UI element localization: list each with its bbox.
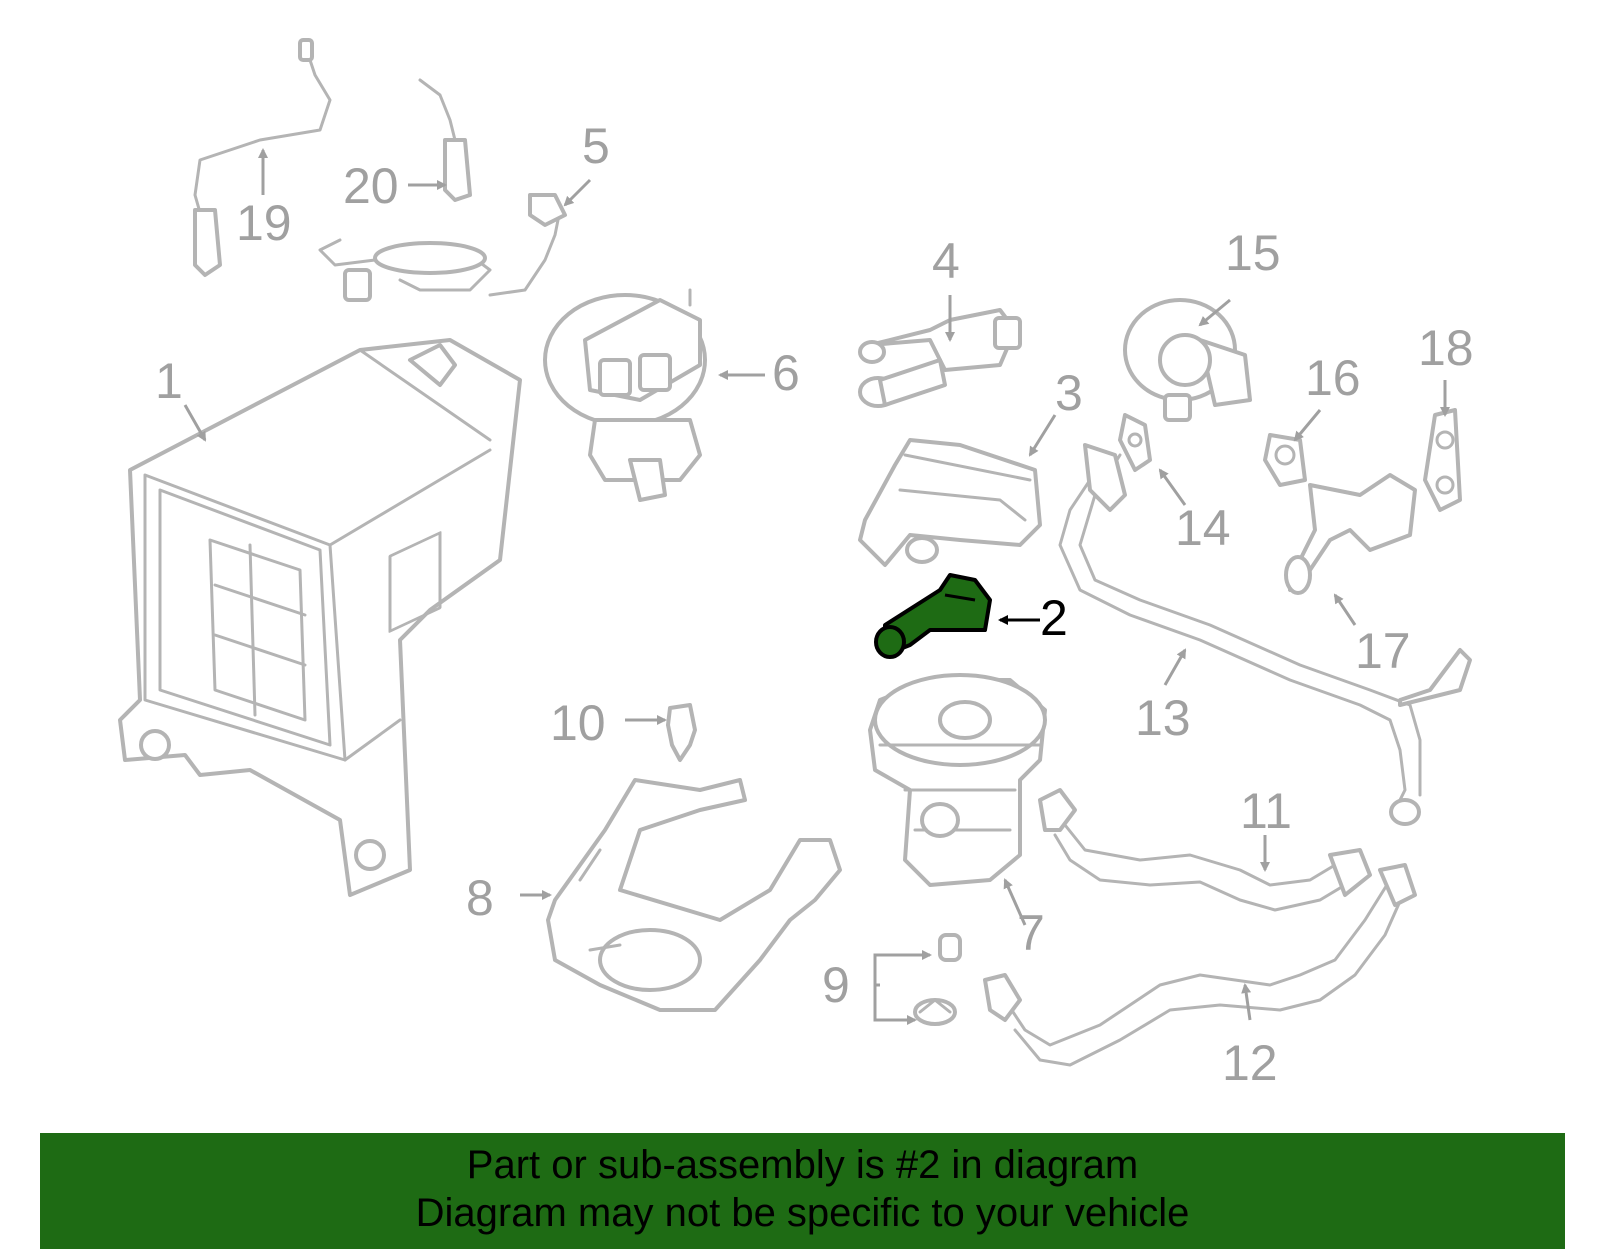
callout-7: 7 <box>1017 905 1045 961</box>
part-18-gasket <box>1423 408 1462 512</box>
callout-4: 4 <box>932 233 960 289</box>
callout-18: 18 <box>1418 320 1474 376</box>
callout-19: 19 <box>236 195 292 251</box>
part-3-bracket <box>858 438 1042 567</box>
banner-line-1: Part or sub-assembly is #2 in diagram <box>466 1143 1139 1187</box>
callout-8: 8 <box>466 870 494 926</box>
callout-3: 3 <box>1055 365 1083 421</box>
part-12-hose <box>983 863 1417 1067</box>
callout-12: 12 <box>1222 1035 1278 1091</box>
callout-labels: 1 2 3 4 5 6 7 8 9 10 11 12 13 14 15 16 1… <box>155 118 1474 1091</box>
callout-17: 17 <box>1355 623 1411 679</box>
part-4-valve <box>858 308 1022 408</box>
part-1-canister <box>118 338 522 897</box>
callout-9: 9 <box>822 957 850 1013</box>
part-9-plugs <box>913 933 962 1026</box>
callout-6: 6 <box>772 345 800 401</box>
part-5-harness <box>318 193 567 302</box>
callout-20: 20 <box>343 158 399 214</box>
part-10-sensor <box>666 703 697 762</box>
callout-5: 5 <box>582 118 610 174</box>
part-15-valve <box>1123 298 1252 422</box>
part-8-bracket <box>546 778 842 1012</box>
callout-14: 14 <box>1175 500 1231 556</box>
callout-16: 16 <box>1305 350 1361 406</box>
leader-lines <box>183 148 1450 1025</box>
info-banner: Part or sub-assembly is #2 in diagram Di… <box>40 1133 1565 1249</box>
part-11-hose <box>1038 788 1372 912</box>
part-6-valve <box>543 288 707 502</box>
part-17-pipe <box>1284 473 1417 595</box>
callout-2: 2 <box>1040 590 1068 646</box>
callout-13: 13 <box>1135 690 1191 746</box>
part-19-sensor <box>193 38 332 277</box>
part-20-sensor <box>418 78 472 202</box>
callout-11: 11 <box>1240 783 1292 839</box>
part-16-gasket <box>1263 433 1307 487</box>
callout-15: 15 <box>1225 225 1281 281</box>
callout-10: 10 <box>550 695 606 751</box>
part-2-hose <box>874 573 992 659</box>
banner-line-2: Diagram may not be specific to your vehi… <box>415 1191 1190 1235</box>
callout-1: 1 <box>155 353 183 409</box>
part-7-air-pump <box>868 673 1047 887</box>
part-13-pipe <box>1058 443 1472 826</box>
part-14-gasket <box>1118 413 1152 472</box>
